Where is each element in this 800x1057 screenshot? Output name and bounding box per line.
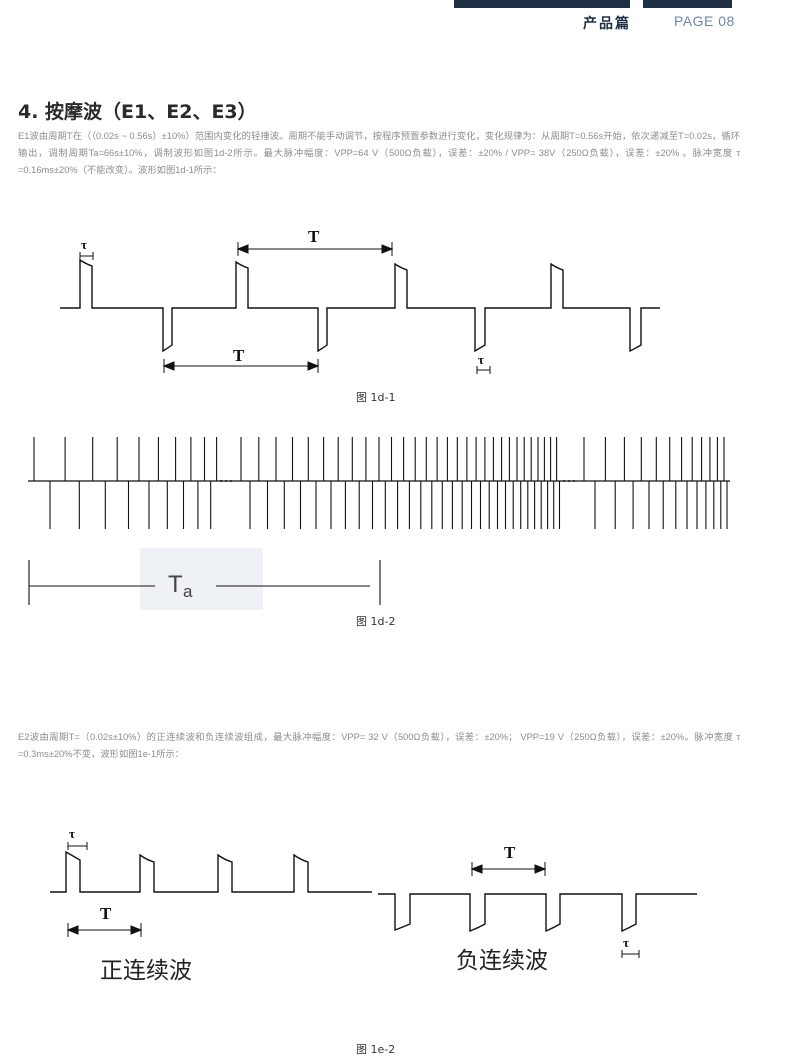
e2-description: E2波由周期T=（0.02s±10%）的正连续波和负连续波组成，最大脉冲幅度：V… [18,732,740,759]
period-arrow-lower [162,359,320,373]
page-number: PAGE 08 [674,13,735,29]
positive-wave-label: 正连续波 [100,958,192,984]
positive-continuous-wave [50,850,372,893]
negative-continuous-wave [378,893,697,933]
caption-1d-1: 图 1d-1 [356,391,396,404]
figure-1e-continuous-waves: τ T T τ 正连续波 负连续波 [50,826,697,984]
pulse-width-label-positive: τ [69,826,75,841]
figure-1d-2-modulation: T a [28,437,730,610]
negative-wave-label: 负连续波 [456,948,548,974]
ta-label-sub: a [183,582,193,601]
ta-label-backdrop [140,548,263,610]
pulse-width-marker-positive [67,842,88,850]
pulse-width-marker-upper [79,252,94,260]
pulse-width-label-lower: τ [478,352,484,367]
header-category: 产品篇 [583,16,631,32]
header-tab-bar [454,0,630,8]
pulse-width-marker-lower [476,366,491,374]
header-tab-bar-right [643,0,732,8]
period-label-lower: T [233,346,245,365]
caption-1d-2: 图 1d-2 [356,615,396,628]
pulse-width-label-upper: τ [81,237,87,252]
section-title: 4. 按摩波（E1、E2、E3） [18,101,257,123]
modulation-period-bar [28,560,381,605]
figure-1d-1-waveform: T T τ τ [60,227,660,374]
ta-label-main: T [168,571,183,598]
period-label-upper: T [308,227,320,246]
modulated-pulse-train [33,437,728,529]
period-label-positive: T [100,904,112,923]
period-arrow-negative [470,862,547,876]
waveform-e1-trace [60,258,660,353]
period-label-negative: T [504,843,516,862]
caption-1e-2: 图 1e-2 [356,1043,396,1056]
continuation-dots [220,480,575,482]
period-arrow-upper [236,242,394,256]
period-arrow-positive [66,923,143,937]
pulse-width-marker-negative [621,950,640,958]
pulse-width-label-negative: τ [623,935,629,950]
e1-description: E1波由周期T在（（0.02s ~ 0.56s）±10%）范围内变化的轻捶波。周… [18,131,740,175]
